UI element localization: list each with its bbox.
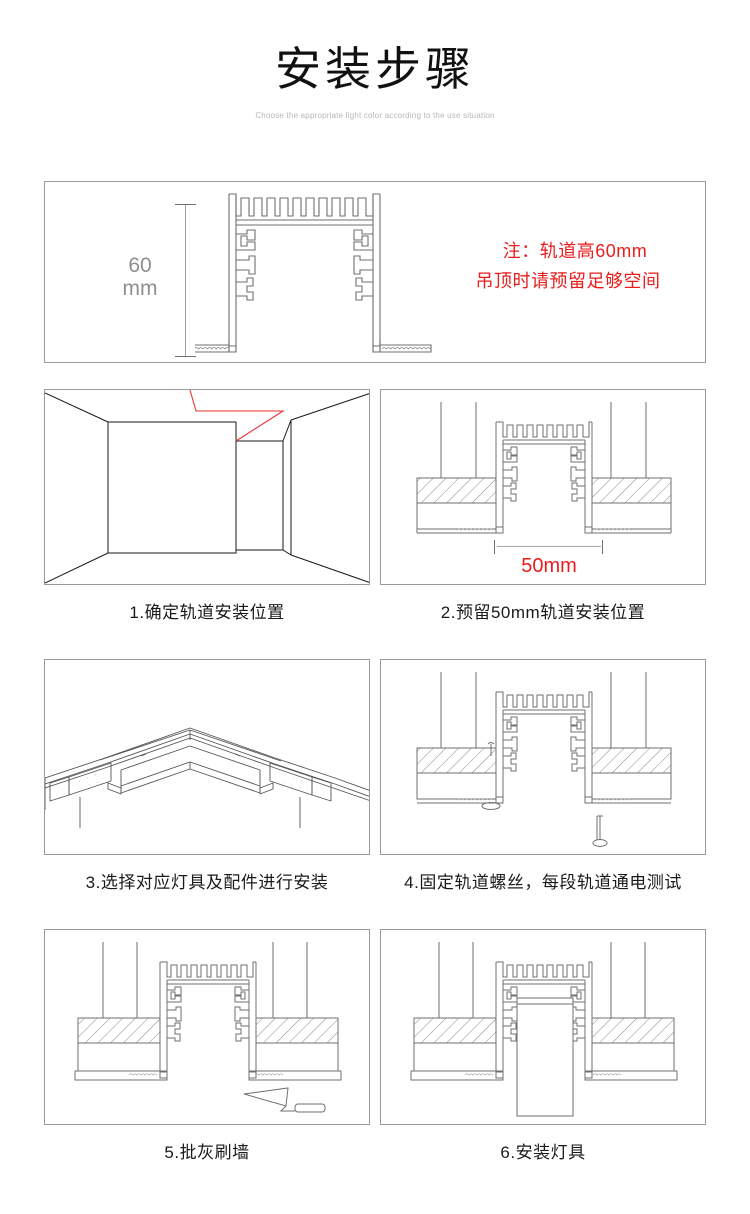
step-4-illustration-panel (380, 659, 706, 855)
step-cell-2: 50mm 2.预留50mm轨道安装位置 (380, 389, 706, 659)
dimension-50mm: 50mm (489, 540, 609, 584)
ceiling-room-perspective-drawing (45, 390, 369, 584)
step-cell-3: 3.选择对应灯具及配件进行安装 (44, 659, 370, 929)
step-cell-1: 1.确定轨道安装位置 (44, 389, 370, 659)
steps-row-1: 1.确定轨道安装位置 (44, 389, 706, 659)
step-cell-4: 4.固定轨道螺丝，每段轨道通电测试 (380, 659, 706, 929)
step-6-illustration-panel (380, 929, 706, 1125)
steps-row-2: 3.选择对应灯具及配件进行安装 (44, 659, 706, 929)
dimension-tick-right (602, 540, 603, 554)
step-5-illustration-panel (44, 929, 370, 1125)
screw-loose (592, 815, 608, 847)
dimension-line-horizontal (497, 546, 601, 547)
steps-grid: 1.确定轨道安装位置 (44, 389, 706, 1199)
track-screw-fixing-drawing (416, 672, 672, 847)
step-2-caption: 2.预留50mm轨道安装位置 (440, 603, 646, 622)
track-profile-panel: 60 mm (44, 181, 706, 363)
lamp-installed-drawing (410, 942, 678, 1117)
dimension-tick-bottom (175, 356, 196, 357)
note-line-1: 注：轨道高60mm (502, 241, 648, 261)
step-6-caption: 6.安装灯具 (500, 1143, 586, 1162)
screw-installed (481, 742, 501, 810)
dimension-label-60mm: 60 mm (107, 254, 173, 300)
trowel-tool-icon (243, 1087, 326, 1113)
dimension-value: 60 (128, 254, 152, 277)
corner-connector-isometric-drawing (45, 727, 369, 828)
track-profile-drawing (195, 193, 432, 353)
page-title: 安装步骤 (275, 43, 475, 95)
page-subtitle: Choose the appropriate light color accor… (255, 111, 495, 120)
dimension-tick-top (175, 204, 196, 205)
dimension-line-vertical (185, 204, 186, 356)
steps-row-3: 5.批灰刷墙 (44, 929, 706, 1199)
plastering-trowel-drawing (74, 942, 342, 1113)
step-3-caption: 3.选择对应灯具及配件进行安装 (85, 873, 329, 892)
dimension-tick-left (494, 540, 495, 554)
step-1-caption: 1.确定轨道安装位置 (129, 603, 285, 622)
step-4-caption: 4.固定轨道螺丝，每段轨道通电测试 (404, 873, 682, 892)
track-recess-section-drawing (416, 402, 672, 534)
step-1-illustration-panel (44, 389, 370, 585)
page-header: 安装步骤 Choose the appropriate light color … (0, 0, 750, 122)
step-3-illustration-panel (44, 659, 370, 855)
hero-panel-wrapper: 60 mm (44, 181, 706, 363)
step-cell-5: 5.批灰刷墙 (44, 929, 370, 1199)
step-5-caption: 5.批灰刷墙 (164, 1143, 250, 1162)
hero-red-note: 注：轨道高60mm 吊顶时请预留足够空间 (443, 236, 693, 296)
step-cell-6: 6.安装灯具 (380, 929, 706, 1199)
dimension-unit: mm (122, 277, 158, 300)
step-2-illustration-panel: 50mm (380, 389, 706, 585)
dimension-label-50mm: 50mm (521, 555, 577, 577)
note-line-2: 吊顶时请预留足够空间 (475, 271, 661, 291)
dimension-60mm: 60 mm (107, 198, 247, 358)
